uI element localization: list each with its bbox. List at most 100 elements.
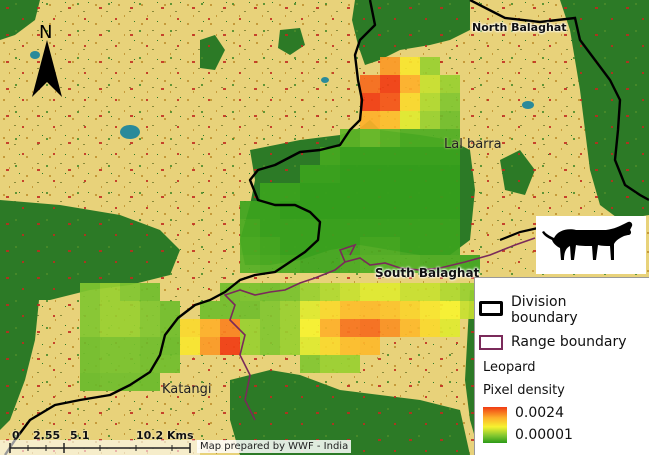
density-cell <box>400 237 420 255</box>
density-cell <box>420 129 440 147</box>
density-cell <box>400 75 420 93</box>
density-cell <box>360 75 380 93</box>
density-cell <box>360 283 380 301</box>
density-cell <box>320 301 340 319</box>
density-cell <box>320 219 340 237</box>
density-cell <box>380 165 400 183</box>
density-cell <box>420 201 440 219</box>
density-cell <box>440 255 460 273</box>
density-cell <box>380 219 400 237</box>
scale-label-2: 5.1 <box>70 429 90 442</box>
density-cell <box>380 129 400 147</box>
legend-density-title: Pixel density <box>483 383 565 398</box>
density-cell <box>340 283 360 301</box>
division-boundary-line <box>4 0 377 455</box>
legend-division-swatch <box>479 301 503 316</box>
density-cell <box>440 75 460 93</box>
density-cell <box>260 219 280 237</box>
density-cell <box>80 373 100 391</box>
label-north-balaghat: North Balaghat <box>472 21 567 34</box>
density-cell <box>340 165 360 183</box>
range-boundary-line <box>223 237 536 421</box>
density-cell <box>280 283 300 301</box>
density-cell <box>440 219 460 237</box>
density-cell <box>300 183 320 201</box>
density-cell <box>400 301 420 319</box>
density-cell <box>380 237 400 255</box>
density-cell <box>400 283 420 301</box>
density-cell <box>360 165 380 183</box>
density-cell <box>420 165 440 183</box>
density-cell <box>100 355 120 373</box>
density-cell <box>320 237 340 255</box>
density-cell <box>280 301 300 319</box>
density-cell <box>300 283 320 301</box>
density-cell <box>240 255 260 273</box>
density-cell <box>300 319 320 337</box>
density-cell <box>260 237 280 255</box>
density-cell <box>240 337 260 355</box>
density-cell <box>400 165 420 183</box>
density-cell <box>260 301 280 319</box>
density-cell <box>420 301 440 319</box>
density-cell <box>300 255 320 273</box>
density-cell <box>440 111 460 129</box>
density-cell <box>320 255 340 273</box>
density-cell <box>300 301 320 319</box>
density-cell <box>240 283 260 301</box>
legend-density-ramp <box>483 407 507 443</box>
density-cell <box>100 301 120 319</box>
density-cell <box>420 283 440 301</box>
density-cell <box>80 319 100 337</box>
density-cell <box>140 301 160 319</box>
legend-species-label: Leopard <box>483 360 536 375</box>
density-cell <box>80 283 100 301</box>
density-cell <box>100 373 120 391</box>
density-cell <box>120 319 140 337</box>
water-body-1 <box>120 125 140 139</box>
density-cell <box>380 147 400 165</box>
density-cell <box>260 319 280 337</box>
density-cell <box>140 355 160 373</box>
density-cell <box>420 93 440 111</box>
leopard-silhouette-icon <box>542 221 633 260</box>
density-cell <box>280 237 300 255</box>
density-cell <box>180 319 200 337</box>
density-cell <box>440 147 460 165</box>
density-cell <box>360 93 380 111</box>
density-cell <box>140 373 160 391</box>
density-cell <box>440 201 460 219</box>
density-cell <box>300 201 320 219</box>
density-cell <box>340 319 360 337</box>
density-cell <box>420 147 440 165</box>
density-cell <box>440 129 460 147</box>
density-cell <box>120 355 140 373</box>
density-cell <box>360 301 380 319</box>
scale-label-0: 0 <box>12 429 20 442</box>
density-cell <box>420 183 440 201</box>
density-cell <box>240 319 260 337</box>
north-label: N <box>39 22 53 43</box>
density-cell <box>440 301 460 319</box>
density-cell <box>420 57 440 75</box>
density-cell <box>300 165 320 183</box>
density-cell <box>320 355 340 373</box>
density-cell <box>80 301 100 319</box>
density-cell <box>340 201 360 219</box>
density-cell <box>320 165 340 183</box>
division-boundary-north <box>469 0 649 202</box>
density-cell <box>440 237 460 255</box>
density-cell <box>380 57 400 75</box>
density-cell <box>400 147 420 165</box>
density-cell <box>80 337 100 355</box>
density-cell <box>380 283 400 301</box>
density-cell <box>280 183 300 201</box>
density-cell <box>320 147 340 165</box>
density-cell <box>220 319 240 337</box>
label-katangi: Katangi <box>162 382 212 397</box>
density-cell <box>200 301 220 319</box>
density-cell <box>440 183 460 201</box>
density-cell <box>340 183 360 201</box>
density-cell <box>380 111 400 129</box>
scale-label-3: 10.2 Kms <box>136 429 194 442</box>
